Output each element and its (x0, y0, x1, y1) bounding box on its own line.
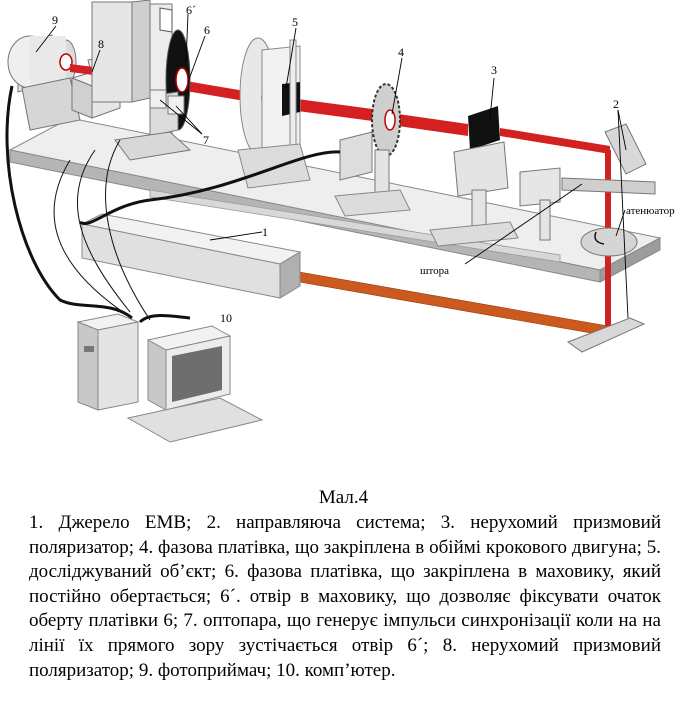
label-8: 8 (98, 37, 104, 51)
cables (5, 85, 341, 324)
label-6: 6 (204, 23, 210, 37)
flywheel-phase-plate (91, 0, 191, 141)
figure-title: Мал.4 (318, 487, 369, 508)
photodetector (7, 34, 81, 131)
callout-labels: 9 8 6´ 6 5 4 3 2 7 1 10 атенюатор штора (52, 3, 675, 325)
figure-caption: 1. Джерело ЕМВ; 2. направляюча система; … (29, 512, 661, 681)
label-4: 4 (398, 45, 404, 59)
attenuator (580, 227, 638, 257)
label-7: 7 (203, 133, 209, 147)
leader-lines (35, 13, 629, 319)
shutter (519, 167, 656, 241)
label-shutter: штора (420, 265, 449, 277)
label-1: 1 (262, 225, 268, 239)
emr-source (80, 213, 302, 299)
label-5: 5 (292, 15, 298, 29)
stepper-phase-plate (334, 83, 411, 217)
label-9: 9 (52, 13, 58, 27)
label-6-prime: 6´ (186, 3, 196, 17)
polarizer-3 (429, 106, 519, 247)
label-2: 2 (613, 97, 619, 111)
computer (76, 313, 264, 443)
experimental-setup-diagram: 9 8 6´ 6 5 4 3 2 7 1 10 атенюатор штора (5, 0, 675, 443)
label-10: 10 (220, 311, 232, 325)
label-attenuator: атенюатор (626, 205, 675, 217)
sample-object (237, 37, 311, 189)
label-3: 3 (491, 63, 497, 77)
optocoupler (114, 89, 192, 161)
